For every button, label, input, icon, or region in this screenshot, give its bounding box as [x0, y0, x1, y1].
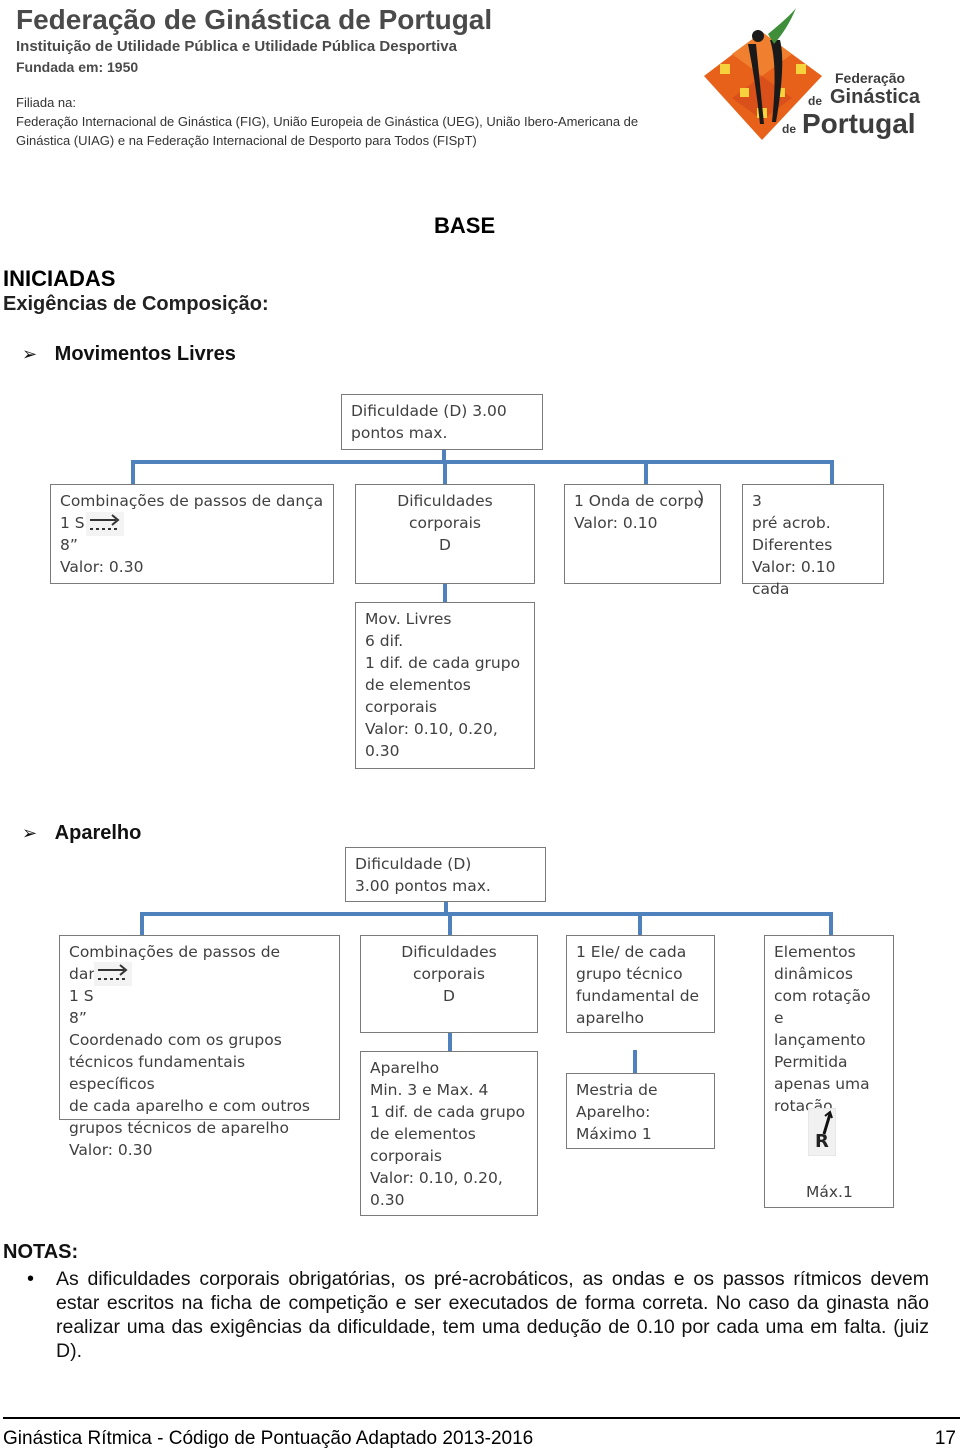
connector	[444, 902, 448, 914]
footer-title: Ginástica Rítmica - Código de Pontuação …	[3, 1428, 534, 1449]
max-label: Máx.1	[806, 1183, 853, 1201]
connector	[443, 584, 447, 602]
logo-de-1: de	[808, 94, 823, 108]
connector	[140, 912, 833, 916]
section-apparatus: ➢ Aparelho	[22, 822, 141, 845]
federation-logo: Federação de Ginástica de Portugal	[700, 4, 940, 144]
app-box-dance-steps: Combinações de passos de dança 1 S 8” Co…	[59, 935, 340, 1159]
logo-de-2: de	[782, 122, 797, 136]
section-free-title: Movimentos Livres	[54, 343, 236, 365]
app-sub-box-left: Aparelho Min. 3 e Max. 4 1 dif. de cada …	[360, 1051, 538, 1216]
free-top-box: Dificuldade (D) 3.00 pontos max.	[341, 394, 543, 450]
notes-title: NOTAS:	[3, 1241, 79, 1263]
section-free-movements: ➢ Movimentos Livres	[22, 343, 236, 366]
connector	[644, 460, 648, 484]
bullet-icon: •	[27, 1268, 35, 1290]
free-box-preacrobatic: 3 pré acrob. Diferentes Valor: 0.10 cada	[742, 484, 884, 598]
logo-line-2: Ginástica	[830, 86, 921, 108]
connector	[448, 1033, 452, 1051]
connector	[443, 460, 447, 484]
connector	[638, 912, 642, 936]
app-box-dynamic-elements: Elementos dinâmicos com rotação e lançam…	[764, 935, 894, 1208]
app-box-body-difficulties: Dificuldades corporais D	[360, 935, 538, 1033]
connector	[830, 460, 834, 484]
app-sub-box-mastery: Mestria de Aparelho: Máximo 1	[566, 1073, 715, 1149]
risk-symbol-icon	[808, 1108, 836, 1156]
logo-emblem-icon	[704, 8, 822, 140]
connector	[140, 912, 144, 936]
connector	[448, 912, 452, 936]
logo-line-3: Portugal	[802, 108, 916, 139]
connector	[829, 912, 833, 936]
note-item: As dificuldades corporais obrigatórias, …	[56, 1268, 929, 1362]
page-number: 17	[934, 1428, 956, 1449]
connector	[131, 460, 135, 484]
founded-date: Fundada em: 1950	[16, 59, 139, 75]
category-heading: INICIADAS	[3, 266, 116, 291]
arrow-bullet-icon: ➢	[22, 823, 38, 843]
free-box-body-wave: 1 Onda de corpo Valor: 0.10	[564, 484, 721, 584]
connector	[442, 450, 446, 462]
connector	[633, 1050, 637, 1073]
federation-subtitle: Instituição de Utilidade Pública e Utili…	[16, 38, 457, 55]
dance-arrow-icon	[94, 962, 132, 986]
logo-line-1: Federação	[835, 70, 906, 86]
dance-arrow-icon	[86, 512, 124, 536]
free-sub-box: Mov. Livres 6 dif. 1 dif. de cada grupo …	[355, 602, 535, 769]
section-apparatus-title: Aparelho	[54, 822, 142, 844]
affiliated-label: Filiada na:	[16, 95, 76, 110]
affiliated-line-1: Federação Internacional de Ginástica (FI…	[16, 114, 639, 129]
federation-title: Federação de Ginástica de Portugal	[16, 4, 493, 35]
footer-divider	[3, 1417, 960, 1419]
risk-symbol-letter: R	[815, 1131, 829, 1152]
app-top-box: Dificuldade (D) 3.00 pontos max.	[345, 847, 546, 902]
free-box-body-difficulties: Dificuldades corporais D	[355, 484, 535, 584]
affiliated-line-2: Ginástica (UIAG) e na Federação Internac…	[16, 133, 477, 148]
arrow-bullet-icon: ➢	[22, 344, 38, 364]
wave-paren-icon: )	[698, 488, 704, 508]
app-box-technical-groups: 1 Ele/ de cada grupo técnico fundamental…	[566, 935, 715, 1033]
connector	[131, 460, 834, 464]
composition-heading: Exigências de Composição:	[3, 293, 269, 315]
level-heading: BASE	[434, 213, 496, 238]
